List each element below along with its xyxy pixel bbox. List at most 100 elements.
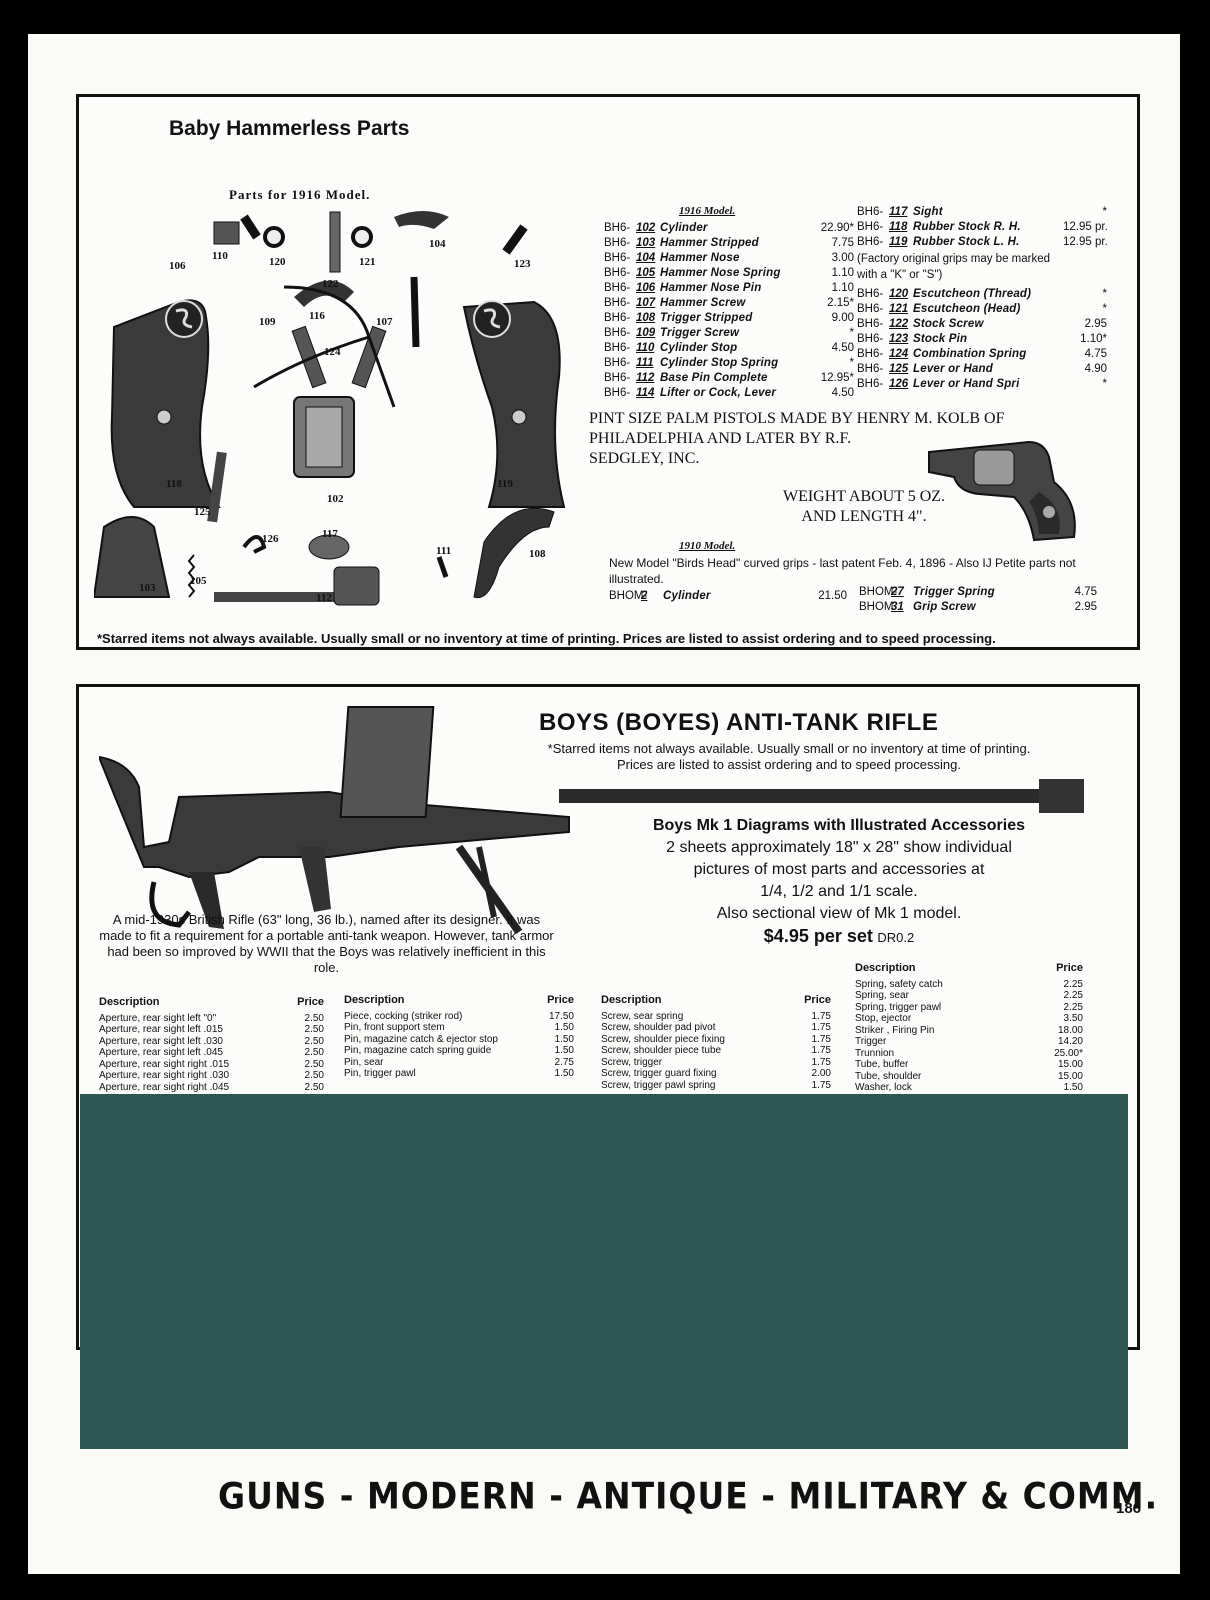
column-header-price: Price [804,994,831,1006]
pint-size-text: PINT SIZE PALM PISTOLS MADE BY HENRY M. … [589,410,1005,467]
row-price: 18.00 [1057,1024,1083,1036]
svg-text:109: 109 [259,316,276,328]
row-price: 1.75 [811,1010,831,1022]
row-price: 1.75 [811,1033,831,1045]
part-code: BH6- [604,327,631,339]
part-number: 121 [889,303,909,315]
column-header-price: Price [297,996,324,1008]
part-number: 122 [889,318,909,330]
part-name: Trigger Stripped [660,312,753,324]
part-name: Cylinder Stop Spring [660,357,779,369]
row-description: Aperture, rear sight right .045 [99,1081,230,1093]
part-price: 2.95 [1084,318,1107,330]
row-description: Tube, shoulder [855,1070,922,1082]
part-name: Hammer Screw [660,297,746,309]
svg-text:120: 120 [269,256,286,268]
part-name: Grip Screw [913,601,976,613]
part-price: 21.50 [818,590,847,602]
row-description: Trunnion [855,1047,895,1059]
part-code: BH6- [604,267,631,279]
part-code: BHOM- [859,586,898,598]
svg-text:117: 117 [322,528,338,540]
rifle-description: A mid-1930s British Rifle (63" long, 36 … [99,912,554,975]
row-price: 15.00 [1057,1059,1083,1070]
row-description: Pin, sear [344,1056,384,1068]
row-description: Screw, trigger pawl spring [601,1079,716,1091]
part-price: 3.00 [831,252,854,264]
row-description: Screw, trigger guard fixing [601,1068,717,1079]
part-name: Rubber Stock L. H. [913,236,1020,248]
part-name: Hammer Nose Pin [660,282,762,294]
row-description: Aperture, rear sight left .045 [99,1047,223,1058]
svg-text:111: 111 [436,545,451,557]
part-code: BH6- [604,252,631,264]
row-price: 2.50 [304,1081,324,1093]
part-name: Escutcheon (Head) [913,303,1021,315]
part-price: 2.95 [1074,601,1097,613]
rifle-photo [99,706,1084,935]
row-description: Spring, trigger pawl [855,1001,942,1013]
table-row: Screw, shoulder piece fixing 1.75 [601,1034,831,1046]
part-code: BH6- [857,378,884,390]
pistol-photo [928,440,1076,542]
rifle-title: BOYS (BOYES) ANTI-TANK RIFLE [539,709,939,736]
part-code: BH6- [857,348,884,360]
column-header-price: Price [547,994,574,1006]
row-description: Screw, shoulder piece tube [601,1045,722,1056]
row-description: Trigger [855,1036,887,1047]
part-code: BH6- [604,282,631,294]
part-name: Escutcheon (Thread) [913,288,1032,300]
part-code: BH6- [604,237,631,249]
row-description: Aperture, rear sight right .015 [99,1058,230,1070]
section-title: Baby Hammerless Parts [169,117,410,140]
row-price: 1.50 [554,1068,574,1079]
part-price: 12.95 pr. [1063,221,1108,233]
row-price: 1.75 [811,1022,831,1033]
page-number: 186 [1116,1500,1142,1517]
part-name: Hammer Stripped [660,237,759,249]
row-price: 2.50 [304,1070,324,1081]
diagram-code: DR0.2 [877,930,915,945]
part-price: 22.90* [820,222,854,234]
svg-text:118: 118 [166,478,182,490]
part-price: * [849,327,854,339]
svg-text:126: 126 [262,533,279,545]
row-price: 2.25 [1063,1001,1083,1013]
row-price: 2.50 [304,1035,324,1047]
row-price: 1.75 [811,1045,831,1056]
weight-text: WEIGHT ABOUT 5 OZ. AND LENGTH 4". [782,488,946,525]
row-price: 2.50 [304,1024,324,1035]
svg-text:119: 119 [497,478,513,490]
part-price: * [1102,288,1107,300]
row-description: Screw, shoulder piece fixing [601,1033,725,1045]
svg-text:121: 121 [359,256,376,268]
part-price: 12.95 pr. [1063,236,1108,248]
row-description: Pin, magazine catch spring guide [344,1045,492,1056]
part-price: 7.75 [831,237,854,249]
diagram-price: $4.95 per set [763,926,873,946]
row-price: 3.50 [1063,1013,1083,1024]
column-header-description: Description [855,963,916,974]
part-number: 103 [636,237,656,249]
